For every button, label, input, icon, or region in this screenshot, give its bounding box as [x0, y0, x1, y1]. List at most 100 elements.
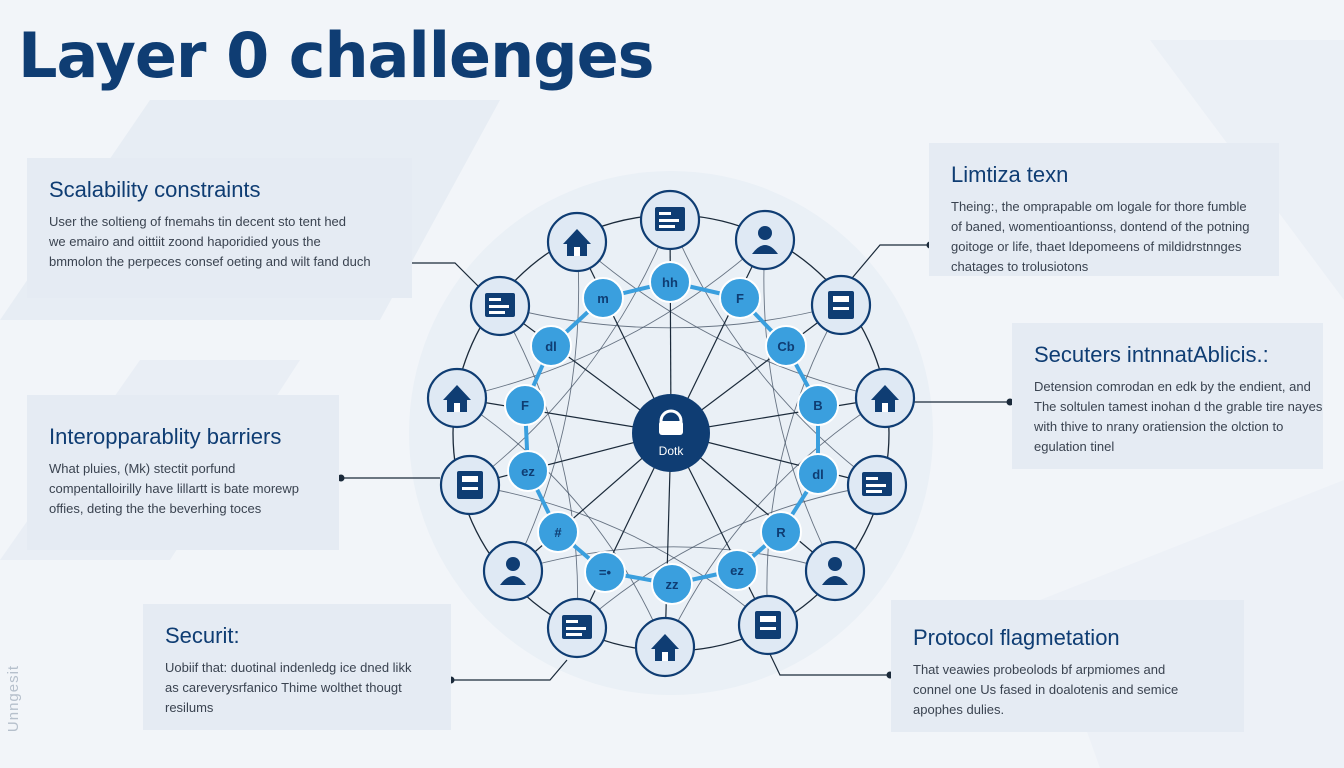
inner-node-circle [504, 384, 546, 426]
connector-dot [1006, 398, 1014, 406]
person-walking-icon [862, 472, 892, 496]
outer-node[interactable] [546, 211, 608, 273]
mesh-curve [512, 241, 580, 572]
inner-node-circle [716, 549, 758, 591]
card-text-line: Theing:, the omprapable om logale for th… [951, 199, 1247, 215]
card-text-line: egulation tinel [1034, 439, 1115, 455]
inner-node[interactable]: R [760, 511, 802, 553]
chart-icon: dl [545, 339, 557, 354]
card-limitation: Limtiza texn Theing:, the omprapable om … [929, 143, 1279, 276]
grid-icon: ez [730, 563, 744, 578]
inner-node[interactable]: zz [651, 563, 693, 605]
network-node-icon [562, 615, 592, 639]
inner-node[interactable]: dl [797, 453, 839, 495]
inner-node[interactable]: F [504, 384, 546, 426]
central-hub[interactable]: Dotk [632, 394, 710, 472]
card-title: Scalability constraints [49, 177, 261, 202]
outer-node[interactable] [469, 275, 531, 337]
card-title: Protocol flagmetation [913, 625, 1120, 650]
user-icon [651, 634, 679, 661]
card-interoperability: Interoрparablity barriers What pluies, (… [27, 395, 339, 550]
outer-node[interactable] [634, 616, 696, 678]
card-text-line: we emairo and oittiit zoond haporidied y… [49, 234, 321, 250]
card-text-line: What pluies, (Mk) stectit porfund [49, 461, 236, 477]
card-security: Securit: Uobiif that: duotinal indenledg… [143, 604, 451, 730]
inner-node[interactable]: B [797, 384, 839, 426]
inner-node-circle [797, 384, 839, 426]
outer-node[interactable] [482, 540, 544, 602]
outer-node[interactable] [804, 540, 866, 602]
card-text-line: Uobiif that: duotinal indenledg ice dned… [165, 660, 412, 676]
inner-node[interactable]: hh [649, 261, 691, 303]
connector-line [767, 649, 890, 676]
inner-node[interactable]: ez [507, 450, 549, 492]
analytics-icon: dl [812, 467, 824, 482]
chat-icon: =• [599, 565, 612, 580]
card-scalability: Scalability constraints User the soltien… [27, 158, 412, 298]
inner-node[interactable]: # [537, 511, 579, 553]
inner-node[interactable]: F [719, 277, 761, 319]
inner-node[interactable]: m [582, 277, 624, 319]
inner-node-circle [584, 551, 626, 593]
inner-node[interactable]: Cb [765, 325, 807, 367]
inner-node-circle [765, 325, 807, 367]
inner-node[interactable]: dl [530, 325, 572, 367]
outer-node[interactable] [439, 454, 501, 516]
mesh-curve [469, 219, 671, 486]
inner-node-circle [651, 563, 693, 605]
hub-label: Dotk [659, 444, 685, 458]
analytics-icon-2: ez [521, 464, 535, 479]
card-text-line: with thive to nrany oratiension the olct… [1034, 419, 1284, 435]
inner-node-circle [530, 325, 572, 367]
card-text-line: chatages to trolusiotons [951, 259, 1089, 275]
mesh-curve [669, 219, 878, 486]
card-text-line: offies, deting the the beverhing toces [49, 501, 262, 517]
outer-node[interactable] [854, 367, 916, 429]
users-icon [563, 229, 591, 256]
house-icon [822, 557, 848, 585]
mesh-curve [664, 397, 886, 648]
card-text-line: bmmolon the perpeces consef oeting and w… [49, 254, 371, 270]
inner-node-circle [649, 261, 691, 303]
outer-node[interactable] [810, 274, 872, 336]
mesh-curve [456, 239, 766, 399]
file-icon-2: F [521, 398, 529, 413]
outer-node[interactable] [639, 189, 701, 251]
inner-node-circle [719, 277, 761, 319]
chat-icon [500, 557, 526, 585]
card-secure-interop: Secuters intnnatAblicis.: Detension comr… [1012, 323, 1323, 469]
card-text-line: as careverysrfanico Thime wolthet thougt [165, 680, 402, 696]
document-icon: B [813, 398, 822, 413]
mesh-curve [456, 397, 666, 648]
connector-line [451, 659, 568, 681]
outer-node[interactable] [846, 454, 908, 516]
desktop-icon [752, 226, 778, 254]
card-title: Limtiza texn [951, 162, 1069, 187]
outer-node[interactable] [737, 594, 799, 656]
card-title: Secuters intnnatAblicis.: [1034, 342, 1269, 367]
inner-node[interactable]: ez [716, 549, 758, 591]
grid-icon-2: # [554, 525, 562, 540]
outer-node[interactable] [426, 367, 488, 429]
card-text-line: Detension comrodan en edk by the endient… [1034, 379, 1311, 395]
outer-node[interactable] [546, 597, 608, 659]
home-network-icon [457, 471, 483, 499]
mesh-curve [766, 304, 842, 626]
inner-node[interactable]: =• [584, 551, 626, 593]
card-title: Securit: [165, 623, 240, 648]
page-title: Layer 0 challenges [18, 19, 655, 92]
inner-node-circle [797, 453, 839, 495]
chat-bubble-icon-2: m [597, 291, 609, 306]
inner-node-circle [760, 511, 802, 553]
card-text-line: connel one Us fased in doalotenis and se… [913, 682, 1179, 698]
card-text-line: apophes dulies. [913, 702, 1005, 718]
card-text-line: That veawies probeolods bf arpmiomes and [913, 662, 1166, 678]
mesh-curve [576, 241, 886, 399]
card-text-line: goitoge or life, thaet ldepomeens of mil… [951, 239, 1242, 255]
outer-node[interactable] [734, 209, 796, 271]
stack-icon: zz [666, 577, 680, 592]
inner-node-circle [507, 450, 549, 492]
card-text-line: of baned, womentioantionss, dontend of t… [951, 219, 1250, 235]
